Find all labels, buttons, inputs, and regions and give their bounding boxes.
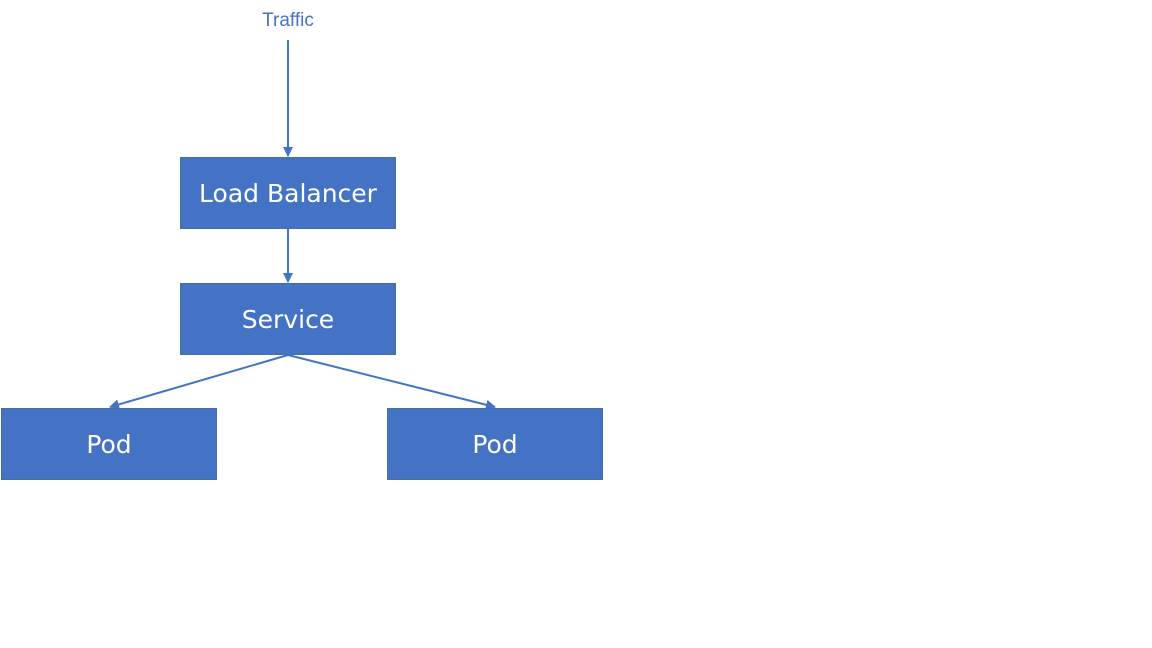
service-label: Service — [241, 304, 335, 334]
load-balancer-label: Load Balancer — [199, 178, 377, 208]
pod-node-left[interactable]: Pod — [1, 408, 217, 480]
edge-service-to-pod-right — [287, 354, 496, 410]
pod-right-label: Pod — [472, 429, 518, 459]
load-balancer-node[interactable]: Load Balancer — [180, 157, 396, 229]
service-node[interactable]: Service — [180, 283, 396, 355]
pod-left-label: Pod — [86, 429, 132, 459]
pod-node-right[interactable]: Pod — [387, 408, 603, 480]
edge-service-to-pod-left — [109, 354, 289, 410]
traffic-label: Traffic — [262, 10, 314, 31]
